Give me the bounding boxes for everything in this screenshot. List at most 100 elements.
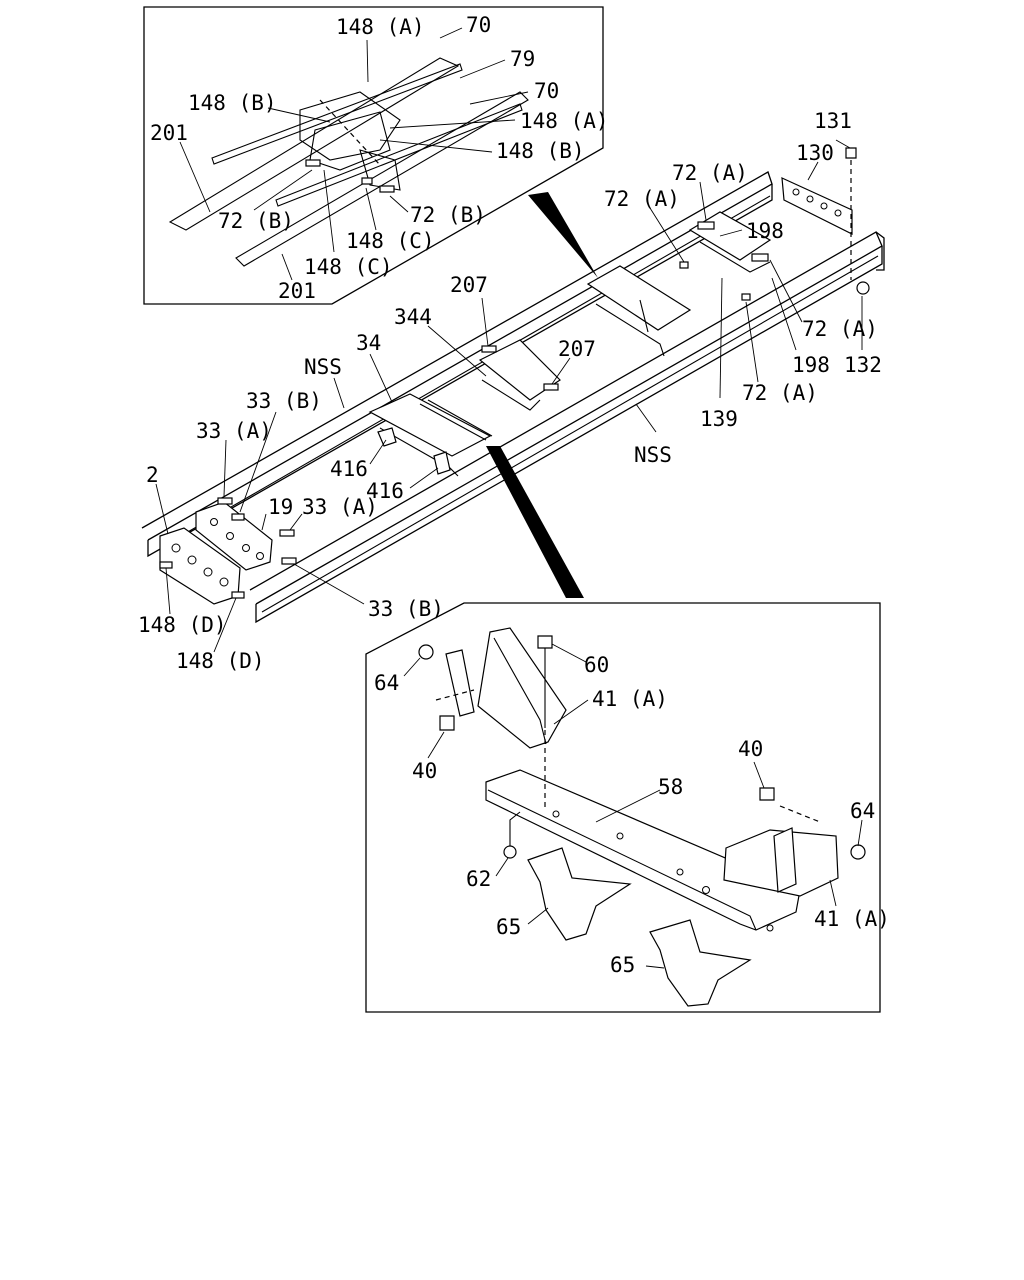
leader-33B-upper (239, 411, 277, 513)
inset-bracket-body (299, 91, 401, 161)
clip-33B-upper (231, 513, 245, 521)
crossmember-2-hole (187, 555, 197, 565)
bracket-130-hole (806, 195, 814, 203)
label-79: 79 (510, 47, 535, 71)
bracket-416-upper (377, 427, 397, 447)
crossmember-58-hole (766, 924, 774, 932)
clip-33A-upper (217, 497, 233, 505)
leader-34 (369, 353, 393, 403)
leader-NSS-left (333, 377, 345, 409)
clip-207-upper (481, 345, 497, 353)
top-detail-inset: 148 (A) 70 79 70 148 (B) 148 (A) 201 148… (143, 6, 609, 305)
leader-344 (427, 325, 487, 377)
leader-NSS-right (635, 403, 657, 433)
label-NSS-right: NSS (634, 443, 672, 467)
clip-72A-right (751, 253, 769, 262)
inset-clip-72B (305, 159, 321, 167)
label-40-right: 40 (738, 737, 763, 761)
nut-132 (856, 281, 870, 295)
bracket-130-hole (792, 188, 800, 196)
leader-64-right (857, 819, 863, 847)
clip-33A-lower (279, 529, 295, 537)
leader-131 (835, 139, 851, 149)
bracket-41A-upper-axis (435, 689, 475, 701)
crossmember-34-top (368, 393, 492, 457)
label-207-lower: 207 (558, 337, 596, 361)
label-34: 34 (356, 331, 381, 355)
leader-40-right (753, 761, 765, 789)
label-72B-right: 72 (B) (410, 203, 486, 227)
leader-79 (459, 59, 506, 79)
label-33A-upper: 33 (A) (196, 419, 272, 443)
leader-33B-lower (293, 563, 365, 605)
nut-62-axis (509, 811, 521, 846)
crossmember-2-hole (203, 567, 213, 577)
leader-33A-upper (223, 439, 227, 497)
crossmember-58-hole (702, 886, 710, 894)
leader-40-left (427, 731, 445, 759)
nut-64-left (418, 644, 434, 660)
bracket-41A-lower-axis (779, 805, 821, 823)
label-132: 132 (844, 353, 882, 377)
label-416-lower: 416 (366, 479, 404, 503)
leader-62 (495, 857, 509, 877)
support-65-left (527, 847, 632, 941)
bottom-inset-border (365, 602, 881, 1013)
label-33B-lower: 33 (B) (368, 597, 444, 621)
leader-148A-right (389, 119, 516, 129)
clip-148D-lower (231, 591, 245, 599)
leader-416-lower (409, 467, 439, 489)
label-65-left: 65 (496, 915, 521, 939)
frame-rail-lower-web (255, 246, 883, 624)
leader-207-lower (551, 357, 571, 385)
leader-65-right (645, 965, 665, 969)
inset-centerline (319, 99, 381, 166)
label-64-right: 64 (850, 799, 875, 823)
leader-65-left (527, 907, 549, 925)
label-148B-right: 148 (B) (496, 139, 585, 163)
crossmember-mid-web (595, 299, 665, 357)
crossmember-34-ribs (419, 399, 493, 441)
label-148A-top: 148 (A) (336, 15, 425, 39)
leader-72A-top (699, 181, 707, 221)
label-40-left: 40 (412, 759, 437, 783)
label-33A-lower: 33 (A) (302, 495, 378, 519)
label-19: 19 (268, 495, 293, 519)
leader-58 (595, 789, 661, 823)
frame-rail-upper-web (147, 184, 773, 558)
frame-rail-lower-flange (261, 255, 879, 613)
label-72B-left: 72 (B) (218, 209, 294, 233)
leader-198-upper (719, 229, 743, 237)
bracket-416-lower (433, 451, 451, 475)
bracket-130-hole (834, 209, 842, 217)
bracket-130-hole (820, 202, 828, 210)
crossmember-58-flange (487, 789, 757, 931)
nut-62 (503, 845, 517, 859)
clip-72A-bottom (741, 293, 751, 301)
leader-148A-top (366, 39, 369, 83)
label-148D-lower: 148 (D) (176, 649, 265, 673)
label-72A-top: 72 (A) (672, 161, 748, 185)
bottom-inset-pointer (486, 446, 584, 598)
label-41A-lower: 41 (A) (814, 907, 890, 931)
label-416-upper: 416 (330, 457, 368, 481)
leader-70-second (469, 91, 529, 105)
label-2: 2 (146, 463, 159, 487)
leader-201-upper (179, 141, 211, 213)
label-72A-bottom: 72 (A) (742, 381, 818, 405)
crossmember-mid-top (586, 265, 692, 331)
inset-strip-70b (275, 103, 523, 207)
label-130: 130 (796, 141, 834, 165)
bottom-detail-inset: 60 64 41 (A) 40 58 40 64 62 65 41 (A) 65 (365, 602, 890, 1013)
label-148C-upper: 148 (C) (346, 229, 435, 253)
leader-130 (807, 161, 819, 181)
frame-rail-upper-flange (159, 195, 771, 549)
leader-148D-lower (213, 597, 237, 653)
crossmember-344 (478, 339, 561, 401)
leader-64-left (403, 657, 421, 677)
leader-72A-right (769, 259, 803, 323)
label-62: 62 (466, 867, 491, 891)
leader-41A-upper (553, 699, 589, 725)
label-70-second: 70 (534, 79, 559, 103)
